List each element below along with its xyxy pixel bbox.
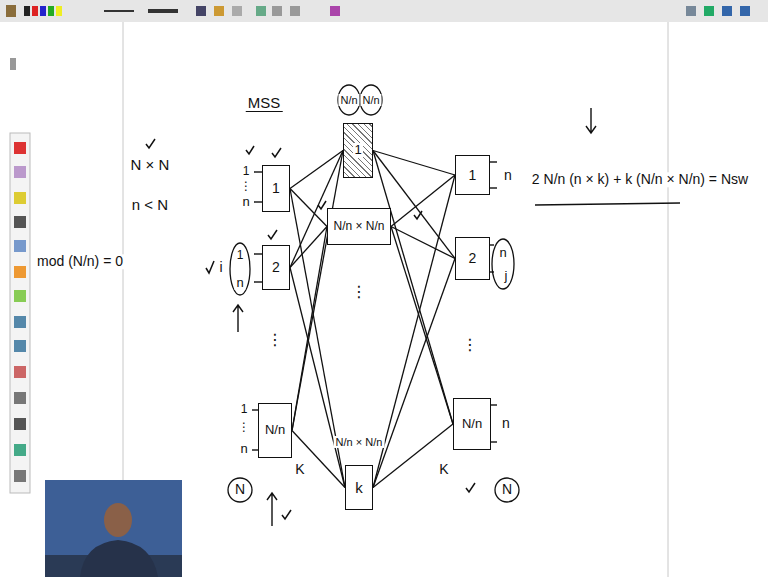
tool-palette [10, 58, 30, 493]
annotation-label: 1 [239, 403, 250, 416]
webcam-inset [45, 480, 182, 577]
annotation-label: N/n [360, 94, 381, 106]
switch-link [292, 151, 343, 431]
switch-link [373, 424, 453, 488]
annotation-label: ⋮ [460, 336, 480, 354]
annotation-label: n < N [130, 197, 170, 214]
switch-box: N/n [258, 403, 292, 458]
switch-box: N/n × N/n [327, 208, 391, 245]
switch-box: 2 [262, 245, 290, 290]
annotation-label: n [238, 442, 249, 456]
annotation-label: ⋮ [349, 283, 369, 301]
pointer-arrows [233, 108, 596, 526]
switch-box: k [345, 465, 373, 510]
annotation-label: ⋮ [236, 421, 252, 434]
switch-link [391, 227, 453, 425]
switch-link [391, 175, 455, 227]
switch-link [373, 259, 455, 488]
switch-link [290, 268, 345, 488]
switch-link [373, 151, 453, 425]
margin-line [668, 22, 669, 577]
diagram-title: MSS [246, 94, 283, 112]
formula-underline [535, 203, 680, 205]
switch-box: 1 [343, 123, 373, 178]
annotation-label: ⋮ [265, 331, 285, 349]
annotation-label: n [497, 246, 508, 260]
box-label: N/n [264, 423, 286, 438]
annotation-label: j [503, 269, 510, 283]
annotation-label: N [233, 482, 247, 497]
switch-link [373, 151, 455, 176]
annotation-label: n [500, 416, 512, 431]
annotation-label: N [500, 482, 514, 497]
annotation-label: K [437, 462, 450, 477]
box-label: k [354, 479, 364, 496]
annotation-label: n [502, 168, 514, 183]
circled-marks [228, 85, 519, 502]
toolbar-icons [6, 5, 750, 17]
box-label: N/n × N/n [332, 220, 385, 234]
annotation-label: mod (N/n) = 0 [35, 254, 125, 269]
annotation-label: i [217, 260, 224, 275]
toolbar [0, 0, 768, 22]
box-label: 2 [271, 259, 281, 275]
switch-link [391, 227, 455, 259]
box-label: N/n [461, 417, 483, 432]
annotation-label: 1 [241, 165, 252, 178]
tick-marks [146, 139, 475, 519]
annotation-label: N/n × N/n [334, 436, 385, 448]
switch-box: 1 [262, 165, 290, 212]
switch-link [292, 227, 327, 431]
annotation-label: N × N [129, 157, 172, 174]
switch-box: 2 [455, 237, 490, 280]
annotation-label: 1 [235, 249, 246, 262]
annotation-label: n [234, 276, 245, 290]
switch-box: N/n [453, 398, 491, 450]
box-label: 2 [468, 250, 478, 266]
annotation-label: 2 N/n (n × k) + k (N/n × N/n) = Nsw [530, 172, 750, 187]
box-label: 1 [468, 167, 478, 183]
annotation-label: K [293, 462, 306, 477]
annotation-label: ⋮ [238, 180, 254, 193]
box-label: 1 [353, 143, 362, 158]
switch-box: 1 [455, 155, 490, 195]
annotation-label: n [240, 195, 251, 209]
annotation-label: N/n [338, 94, 359, 106]
box-label: 1 [271, 180, 281, 196]
